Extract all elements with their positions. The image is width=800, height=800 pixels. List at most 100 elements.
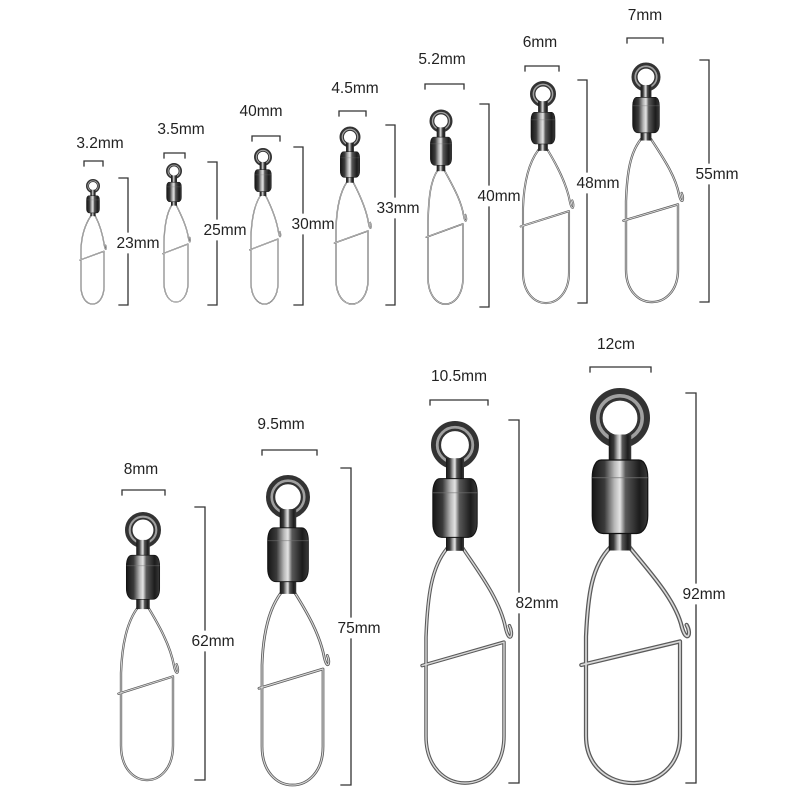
upper-neck (640, 84, 652, 99)
snap-hook-wire-highlight (95, 215, 107, 250)
upper-neck (446, 458, 464, 480)
swivel-snap-drawing (79, 179, 107, 305)
snap-hook-wire-highlight (265, 195, 281, 237)
lower-neck (90, 211, 96, 217)
upper-neck (136, 539, 150, 557)
length-dimension-line (508, 419, 520, 784)
width-label: 3.5mm (157, 121, 204, 138)
bearing-barrel (254, 169, 272, 192)
snap-hook-wire-highlight (628, 546, 690, 638)
width-dimension-bracket (251, 135, 281, 142)
snap-hook-wire-highlight (352, 181, 372, 229)
length-dimension-line (385, 124, 396, 306)
swivel-snap-drawing (257, 474, 331, 787)
swivel-item-1: 3.2mm 23mm (76, 135, 160, 306)
snap-loop-wire-highlight (162, 205, 189, 303)
length-label: 92mm (682, 586, 725, 603)
length-label: 62mm (191, 633, 234, 650)
swivel-item-3: 40mm 30mm (239, 103, 335, 306)
length-label: 48mm (576, 175, 619, 192)
width-dimension-bracket (261, 449, 318, 456)
swivel-item-8: 8mm 62mm (117, 461, 235, 782)
width-label: 8mm (124, 461, 158, 478)
lower-neck (136, 598, 150, 610)
swivel-item-6: 6mm 48mm (519, 34, 620, 305)
length-dimension-line (577, 79, 588, 304)
bearing-barrel (267, 527, 309, 583)
swivel-item-7: 7mm 55mm (622, 7, 739, 304)
upper-neck (90, 189, 96, 197)
snap-hook-wire-highlight (462, 547, 513, 638)
lower-neck (171, 200, 177, 206)
upper-neck (279, 509, 297, 529)
width-dimension-bracket (121, 489, 166, 496)
snap-hook-wire-highlight (147, 606, 179, 674)
swivel-item-4: 4.5mm 33mm (331, 80, 420, 306)
length-label: 30mm (291, 216, 334, 233)
width-label: 5.2mm (418, 51, 465, 68)
bearing-barrel (166, 181, 182, 203)
lower-neck (259, 190, 267, 197)
length-dimension-line (207, 161, 218, 306)
snap-hook-wire-highlight (444, 170, 467, 222)
width-label: 4.5mm (331, 80, 378, 97)
upper-neck (171, 175, 177, 184)
width-label: 9.5mm (257, 416, 304, 433)
width-dimension-bracket (626, 37, 664, 44)
upper-neck (346, 142, 354, 153)
snap-loop-wire-highlight (334, 181, 369, 305)
width-dimension-bracket (163, 152, 186, 159)
length-label: 55mm (695, 166, 738, 183)
length-label: 40mm (477, 188, 520, 205)
length-label: 75mm (337, 620, 380, 637)
length-dimension-line (340, 467, 352, 786)
bearing-barrel (591, 459, 649, 535)
bearing-barrel (125, 554, 161, 600)
width-dimension-bracket (589, 366, 652, 373)
width-label: 12cm (597, 336, 635, 353)
width-dimension-bracket (429, 399, 489, 406)
swivel-item-11: 12cm 92mm (579, 336, 726, 785)
width-dimension-bracket (524, 65, 560, 72)
swivel-snap-drawing (519, 80, 575, 305)
snap-hook-wire-highlight (293, 591, 330, 666)
snap-loop-wire-highlight (421, 547, 505, 784)
width-label: 10.5mm (431, 368, 487, 385)
bearing-barrel (432, 478, 478, 538)
lower-neck (446, 536, 464, 551)
width-dimension-bracket (424, 83, 465, 90)
width-dimension-bracket (338, 110, 367, 117)
lower-neck (538, 143, 548, 151)
length-label: 33mm (376, 200, 419, 217)
snap-hook-wire-highlight (547, 149, 574, 209)
length-dimension-line (479, 103, 490, 308)
width-label: 40mm (239, 103, 282, 120)
swivel-snap-drawing (117, 512, 180, 782)
lower-neck (279, 580, 297, 594)
snap-hook-wire-highlight (650, 138, 684, 202)
upper-neck (436, 127, 446, 139)
swivel-item-9: 9.5mm 75mm (257, 416, 381, 787)
snap-hook-wire-highlight (176, 205, 191, 243)
width-label: 7mm (628, 7, 662, 24)
swivel-item-2: 3.5mm 25mm (157, 121, 247, 306)
swivel-item-10: 10.5mm 82mm (420, 368, 559, 785)
snap-loop-wire-highlight (79, 215, 105, 305)
bearing-barrel (530, 111, 556, 145)
width-label: 3.2mm (76, 135, 123, 152)
snap-loop-wire-highlight (258, 591, 324, 786)
length-label: 82mm (515, 595, 558, 612)
width-dimension-bracket (83, 160, 104, 167)
snap-loop-wire-highlight (622, 138, 679, 303)
snap-loop-wire-highlight (249, 195, 279, 305)
swivel-snap-drawing (622, 62, 685, 304)
swivel-snap-drawing (579, 387, 692, 785)
length-dimension-line (699, 59, 710, 303)
lower-neck (436, 164, 446, 172)
length-label: 25mm (203, 222, 246, 239)
bearing-barrel (430, 136, 452, 166)
bearing-barrel (340, 151, 360, 178)
length-dimension-line (194, 506, 206, 781)
